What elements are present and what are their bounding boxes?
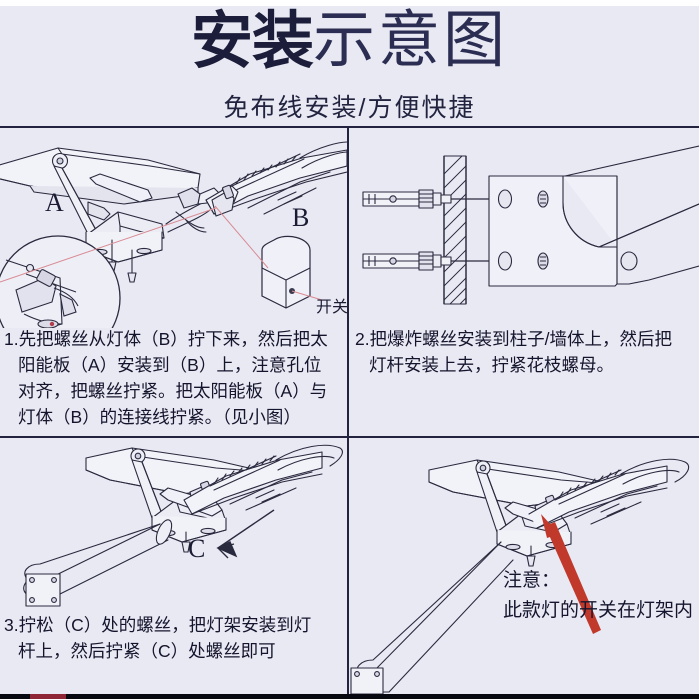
- grid-vertical-divider: [347, 128, 349, 694]
- page-subtitle: 免布线安装/方便快捷: [223, 94, 476, 122]
- panel-1-label-b: B: [292, 203, 310, 232]
- panel-1-switch-label: 开关: [316, 299, 347, 316]
- panel-3-caption: 3.拧松（C）处的螺丝，把灯架安装到灯 杆上，然后拧紧（C）处螺丝即可: [4, 612, 344, 664]
- panel-3-label-c: C: [188, 534, 206, 563]
- page-title-bold: 安装: [190, 4, 314, 77]
- panel-1-detail-inset: [0, 235, 121, 328]
- panel-2-illustration: [362, 145, 699, 305]
- panel-1-caption-line-2: 阳能板（A）安装到（B）上，注意孔位: [18, 355, 322, 375]
- panel-4-note: 注意： 此款灯的开关在灯架内: [503, 566, 693, 626]
- panel-4-note-body: 此款灯的开关在灯架内: [503, 600, 694, 621]
- panel-3-illustration: [23, 444, 343, 607]
- panel-1-switch-callout: [261, 235, 311, 309]
- header-divider: [0, 126, 699, 128]
- panel-1-label-a: A: [45, 188, 64, 217]
- panel-1-illustration: [0, 141, 347, 328]
- panel-3-caption-line-2: 杆上，然后拧紧（C）处螺丝即可: [18, 641, 276, 661]
- page-title: 安装示意图: [0, 10, 699, 72]
- panel-1-caption-line-1: 1.先把螺丝从灯体（B）拧下来，然后把太: [4, 329, 328, 349]
- panel-1-leader-lines: [0, 205, 323, 301]
- panel-1-caption-line-4: 灯体（B）的连接线拧紧。（见小图）: [18, 407, 301, 427]
- grid-horizontal-divider: [0, 436, 699, 438]
- panel-3-caption-line-1: 3.拧松（C）处的螺丝，把灯架安装到灯: [4, 615, 312, 635]
- panel-1: A B 开关 1.先把螺丝从灯体（B）拧下来，然后把太 阳能板（A）安装到（B）…: [0, 128, 347, 436]
- panel-4: 注意： 此款灯的开关在灯架内: [349, 438, 699, 694]
- panel-3-direction-arrow: [216, 509, 275, 559]
- panel-1-caption-line-3: 对齐，把螺丝拧紧。把太阳能板（A）与: [18, 381, 328, 401]
- panel-4-note-title: 注意：: [503, 570, 561, 591]
- panel-grid: A B 开关 1.先把螺丝从灯体（B）拧下来，然后把太 阳能板（A）安装到（B）…: [0, 128, 699, 694]
- panel-2-caption: 2.把爆炸螺丝安装到柱子/墙体上，然后把 灯杆安装上去，拧紧花枝螺母。: [355, 326, 697, 378]
- panel-3: C 3.拧松（C）处的螺丝，把灯架安装到灯 杆上，然后拧紧（C）处螺丝即可: [0, 438, 347, 694]
- panel-2-caption-line-1: 2.把爆炸螺丝安装到柱子/墙体上，然后把: [355, 329, 672, 349]
- page-title-thin: 示意图: [313, 6, 509, 75]
- footer-bar: [0, 694, 699, 699]
- panel-4-switch-pointer: [541, 514, 601, 634]
- footer-accent-segment: [30, 694, 66, 699]
- panel-2-caption-line-2: 灯杆安装上去，拧紧花枝螺母。: [369, 355, 614, 375]
- panel-4-illustration: [350, 458, 690, 694]
- page-header: 安装示意图 免布线安装/方便快捷: [0, 0, 699, 128]
- panel-1-caption: 1.先把螺丝从灯体（B）拧下来，然后把太 阳能板（A）安装到（B）上，注意孔位 …: [4, 326, 344, 430]
- header-top-strip: [0, 0, 699, 6]
- panel-2: 2.把爆炸螺丝安装到柱子/墙体上，然后把 灯杆安装上去，拧紧花枝螺母。: [349, 128, 699, 436]
